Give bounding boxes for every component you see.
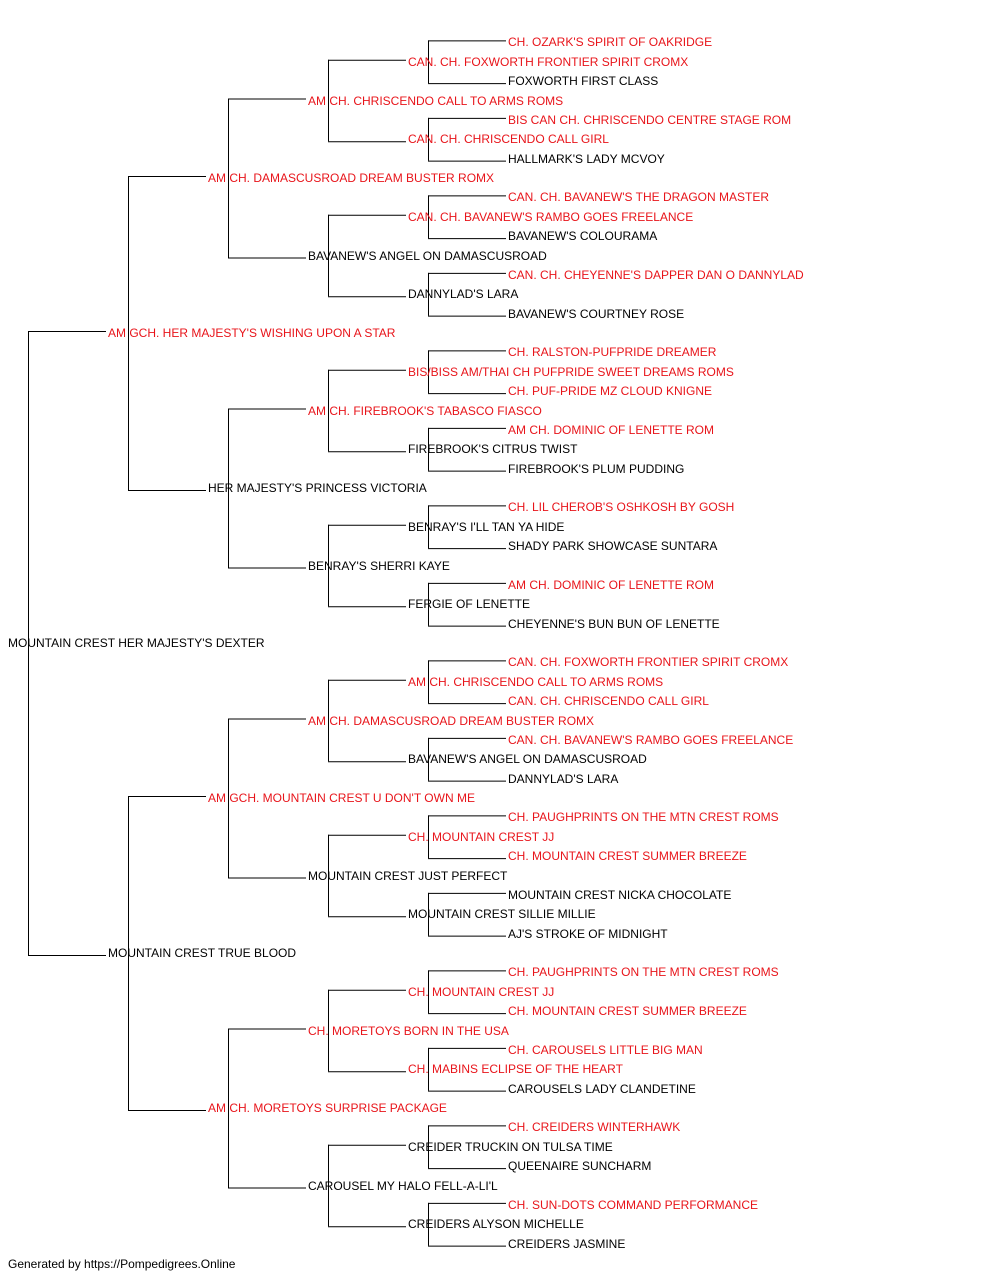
ancestor-name-sire-sire-dam-sire-dam: BAVANEW'S COLOURAMA — [508, 229, 658, 244]
ancestor-name-dam-dam: AM CH. MORETOYS SURPRISE PACKAGE — [208, 1101, 447, 1115]
ancestor-name-dam-dam-dam-sire-sire: CH. CREIDERS WINTERHAWK — [508, 1120, 681, 1135]
ancestor-name-dam-dam-sire-sire-dam: CH. MOUNTAIN CREST SUMMER BREEZE — [508, 1004, 747, 1019]
ancestor-name-sire-sire: AM CH. DAMASCUSROAD DREAM BUSTER ROMX — [208, 171, 495, 185]
ancestor-name-sire: AM GCH. HER MAJESTY'S WISHING UPON A STA… — [108, 326, 396, 340]
ancestor-name-sire-dam-sire-sire-sire: CH. RALSTON-PUFPRIDE DREAMER — [508, 345, 717, 360]
ancestor-name-dam-sire-sire-sire: AM CH. CHRISCENDO CALL TO ARMS ROMS — [408, 674, 664, 689]
ancestor-name-dam-sire-sire-dam: BAVANEW'S ANGEL ON DAMASCUSROAD — [408, 752, 647, 767]
ancestor-name-dam-dam-dam: CAROUSEL MY HALO FELL-A-LI'L — [308, 1178, 498, 1193]
ancestor-name-sire-sire-dam-sire: CAN. CH. BAVANEW'S RAMBO GOES FREELANCE — [408, 209, 694, 224]
ancestor-name-sire-sire-sire-dam: CAN. CH. CHRISCENDO CALL GIRL — [408, 132, 609, 147]
ancestor-name-sire-dam-sire-sire: BIS/BISS AM/THAI CH PUFPRIDE SWEET DREAM… — [408, 364, 734, 379]
ancestor-name-sire-dam-sire: AM CH. FIREBROOK'S TABASCO FIASCO — [308, 403, 542, 418]
ancestor-name-dam-dam-sire-sire-sire: CH. PAUGHPRINTS ON THE MTN CREST ROMS — [508, 965, 779, 980]
ancestor-name-dam-sire-sire-dam-sire: CAN. CH. BAVANEW'S RAMBO GOES FREELANCE — [508, 732, 794, 747]
ancestor-name-sire-sire-sire: AM CH. CHRISCENDO CALL TO ARMS ROMS — [308, 93, 564, 108]
ancestor-name-dam-sire: AM GCH. MOUNTAIN CREST U DON'T OWN ME — [208, 791, 475, 805]
ancestor-name-dam: MOUNTAIN CREST TRUE BLOOD — [108, 946, 297, 960]
ancestor-name-sire-dam-dam-dam-sire: AM CH. DOMINIC OF LENETTE ROM — [508, 577, 715, 592]
ancestor-name-sire-dam-dam-sire-dam: SHADY PARK SHOWCASE SUNTARA — [508, 539, 718, 554]
ancestor-name-dam-dam-sire: CH. MORETOYS BORN IN THE USA — [308, 1023, 509, 1038]
ancestor-name-sire-dam-sire-dam-dam: FIREBROOK'S PLUM PUDDING — [508, 461, 685, 476]
ancestor-name-dam-dam-dam-dam: CREIDERS ALYSON MICHELLE — [408, 1217, 584, 1232]
ancestor-name-dam-sire-dam-sire-sire: CH. PAUGHPRINTS ON THE MTN CREST ROMS — [508, 810, 779, 825]
ancestor-name-sire-sire-dam: BAVANEW'S ANGEL ON DAMASCUSROAD — [308, 248, 547, 263]
ancestor-name-sire-dam-dam-dam: FERGIE OF LENETTE — [408, 597, 531, 612]
ancestor-name-dam-sire-dam-dam-sire: MOUNTAIN CREST NICKA CHOCOLATE — [508, 887, 732, 902]
ancestor-name-dam-sire-dam-sire-dam: CH. MOUNTAIN CREST SUMMER BREEZE — [508, 849, 747, 864]
ancestor-name-sire-dam-sire-dam-sire: AM CH. DOMINIC OF LENETTE ROM — [508, 422, 715, 437]
ancestor-name-dam-sire-sire-sire-sire: CAN. CH. FOXWORTH FRONTIER SPIRIT CROMX — [508, 655, 789, 670]
ancestor-name-dam-dam-dam-dam-dam: CREIDERS JASMINE — [508, 1236, 626, 1251]
ancestor-name-sire-dam-sire-sire-dam: CH. PUF-PRIDE MZ CLOUD KNIGNE — [508, 384, 713, 399]
ancestor-name-dam-sire-sire-dam-dam: DANNYLAD'S LARA — [508, 771, 619, 786]
ancestor-name-dam-sire-sire-sire-dam: CAN. CH. CHRISCENDO CALL GIRL — [508, 694, 709, 709]
ancestor-name-dam-dam-dam-sire: CREIDER TRUCKIN ON TULSA TIME — [408, 1139, 613, 1154]
ancestor-name-dam-dam-dam-dam-sire: CH. SUN-DOTS COMMAND PERFORMANCE — [508, 1197, 759, 1212]
ancestor-name-sire-dam-dam-sire: BENRAY'S I'LL TAN YA HIDE — [408, 519, 565, 534]
ancestor-name-dam-sire-dam-sire: CH. MOUNTAIN CREST JJ — [408, 829, 555, 844]
ancestor-name-sire-sire-dam-dam-sire: CAN. CH. CHEYENNE'S DAPPER DAN O DANNYLA… — [508, 267, 804, 282]
ancestor-name-dam-sire-sire: AM CH. DAMASCUSROAD DREAM BUSTER ROMX — [308, 713, 595, 728]
ancestor-name-dam-sire-dam-dam: MOUNTAIN CREST SILLIE MILLIE — [408, 907, 596, 922]
ancestor-name-sire-dam: HER MAJESTY'S PRINCESS VICTORIA — [208, 481, 427, 495]
ancestor-name-dam-sire-dam: MOUNTAIN CREST JUST PERFECT — [308, 868, 508, 883]
ancestor-name-sire-sire-sire-dam-dam: HALLMARK'S LADY MCVOY — [508, 151, 665, 166]
ancestor-name-sire-sire-sire-dam-sire: BIS CAN CH. CHRISCENDO CENTRE STAGE ROM — [508, 112, 792, 127]
ancestor-name-sire-sire-dam-dam-dam: BAVANEW'S COURTNEY ROSE — [508, 306, 685, 321]
generated-by-footer: Generated by https://Pompedigrees.Online — [8, 1257, 236, 1271]
ancestor-name-sire-sire-dam-sire-sire: CAN. CH. BAVANEW'S THE DRAGON MASTER — [508, 190, 769, 205]
ancestor-name-sire-sire-sire-sire: CAN. CH. FOXWORTH FRONTIER SPIRIT CROMX — [408, 54, 689, 69]
ancestor-name-dam-dam-dam-sire-dam: QUEENAIRE SUNCHARM — [508, 1159, 652, 1174]
ancestor-name-sire-dam-dam: BENRAY'S SHERRI KAYE — [308, 558, 450, 573]
ancestor-name-sire-sire-dam-dam: DANNYLAD'S LARA — [408, 287, 519, 302]
ancestor-name-sire-dam-sire-dam: FIREBROOK'S CITRUS TWIST — [408, 442, 578, 457]
ancestor-name-dam-sire-dam-dam-dam: AJ'S STROKE OF MIDNIGHT — [508, 926, 668, 941]
ancestor-name-sire-sire-sire-sire-dam: FOXWORTH FIRST CLASS — [508, 74, 659, 89]
ancestor-name-sire-dam-dam-sire-sire: CH. LIL CHEROB'S OSHKOSH BY GOSH — [508, 500, 735, 515]
ancestor-name-dam-dam-sire-dam-sire: CH. CAROUSELS LITTLE BIG MAN — [508, 1042, 703, 1057]
ancestor-name-sire-dam-dam-dam-dam: CHEYENNE'S BUN BUN OF LENETTE — [508, 616, 720, 631]
ancestor-name-dam-dam-sire-dam-dam: CAROUSELS LADY CLANDETINE — [508, 1081, 696, 1096]
ancestor-name-dam-dam-sire-dam: CH. MABINS ECLIPSE OF THE HEART — [408, 1062, 623, 1077]
ancestor-name-dam-dam-sire-sire: CH. MOUNTAIN CREST JJ — [408, 984, 555, 999]
subject-dog-name: MOUNTAIN CREST HER MAJESTY'S DEXTER — [8, 636, 265, 650]
ancestor-name-sire-sire-sire-sire-sire: CH. OZARK'S SPIRIT OF OAKRIDGE — [508, 35, 713, 50]
